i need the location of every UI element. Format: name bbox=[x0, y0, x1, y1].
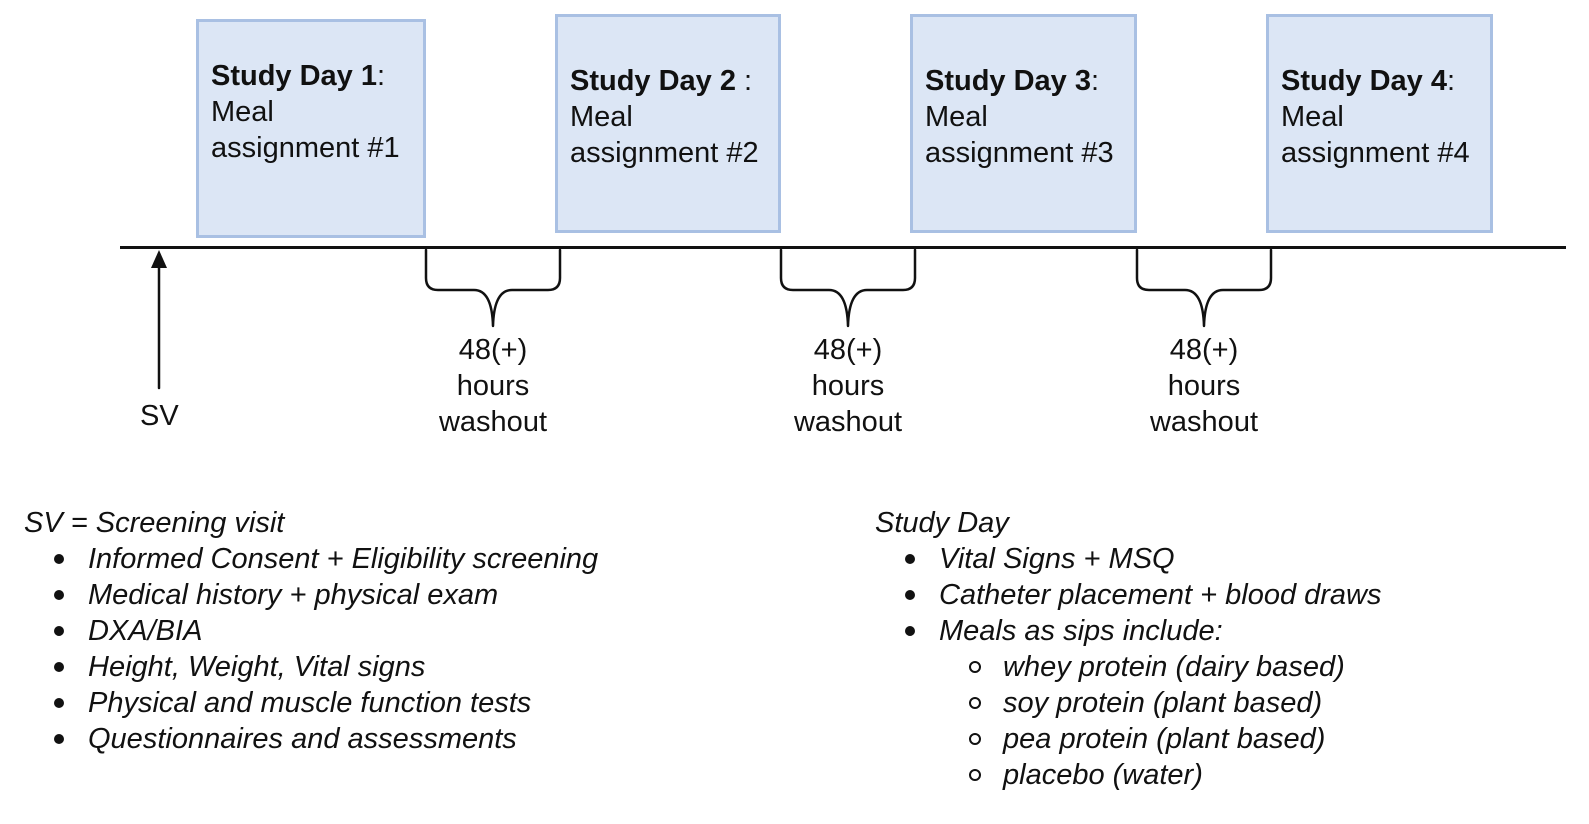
timeline-axis bbox=[120, 246, 1566, 249]
washout-brace-1 bbox=[424, 248, 562, 328]
washout-brace-3 bbox=[1135, 248, 1273, 328]
study-day-2-meal: Meal bbox=[570, 101, 633, 133]
list-item: Meals as sips include: bbox=[875, 613, 1382, 649]
washout-brace-2 bbox=[779, 248, 917, 328]
study-day-3-suffix: : bbox=[1091, 65, 1100, 97]
washout-2-unit: hours bbox=[811, 370, 885, 402]
washout-1-word: washout bbox=[438, 406, 547, 438]
study-day-2-title: Study Day 2 bbox=[570, 65, 736, 97]
washout-label-2: 48(+) hours washout bbox=[748, 332, 948, 440]
washout-3-unit: hours bbox=[1167, 370, 1241, 402]
washout-2-word: washout bbox=[793, 406, 902, 438]
study-day-2-box: Study Day 2 : Meal assignment #2 bbox=[555, 14, 781, 233]
washout-1-duration: 48(+) bbox=[458, 334, 528, 366]
list-item: DXA/BIA bbox=[24, 613, 598, 649]
study-day-1-title: Study Day 1 bbox=[211, 60, 377, 92]
study-day-4-meal: Meal bbox=[1281, 101, 1344, 133]
washout-1-unit: hours bbox=[456, 370, 530, 402]
study-day-4-box: Study Day 4: Meal assignment #4 bbox=[1266, 14, 1493, 233]
washout-label-1: 48(+) hours washout bbox=[393, 332, 593, 440]
washout-label-3: 48(+) hours washout bbox=[1104, 332, 1304, 440]
study-day-list: Vital Signs + MSQ Catheter placement + b… bbox=[875, 541, 1382, 793]
study-day-3-meal: Meal bbox=[925, 101, 988, 133]
washout-3-duration: 48(+) bbox=[1169, 334, 1239, 366]
list-item: Questionnaires and assessments bbox=[24, 721, 598, 757]
study-day-1-assignment: assignment #1 bbox=[211, 132, 400, 164]
study-day-4-suffix: : bbox=[1447, 65, 1456, 97]
sv-arrow-head bbox=[151, 250, 167, 268]
study-day-3-box: Study Day 3: Meal assignment #3 bbox=[910, 14, 1137, 233]
screening-visit-list: Informed Consent + Eligibility screening… bbox=[24, 541, 598, 757]
screening-visit-heading: SV = Screening visit bbox=[24, 507, 285, 539]
study-day-3-title: Study Day 3 bbox=[925, 65, 1091, 97]
list-item: Physical and muscle function tests bbox=[24, 685, 598, 721]
list-item: Medical history + physical exam bbox=[24, 577, 598, 613]
study-day-1-meal: Meal bbox=[211, 96, 274, 128]
sv-marker-label: SV bbox=[140, 400, 179, 432]
study-day-2-suffix: : bbox=[736, 65, 753, 97]
list-item: Catheter placement + blood draws bbox=[875, 577, 1382, 613]
study-day-1-box: Study Day 1: Meal assignment #1 bbox=[196, 19, 426, 238]
meal-list-item: soy protein (plant based) bbox=[875, 685, 1382, 721]
study-day-4-title: Study Day 4 bbox=[1281, 65, 1447, 97]
washout-3-word: washout bbox=[1149, 406, 1258, 438]
study-day-1-suffix: : bbox=[377, 60, 386, 92]
study-day-3-assignment: assignment #3 bbox=[925, 137, 1114, 169]
list-item: Informed Consent + Eligibility screening bbox=[24, 541, 598, 577]
list-item: Vital Signs + MSQ bbox=[875, 541, 1382, 577]
screening-visit-legend: SV = Screening visit Informed Consent + … bbox=[24, 505, 598, 757]
meal-list-item: placebo (water) bbox=[875, 757, 1382, 793]
study-day-heading: Study Day bbox=[875, 507, 1009, 539]
meal-list-item: pea protein (plant based) bbox=[875, 721, 1382, 757]
washout-2-duration: 48(+) bbox=[813, 334, 883, 366]
study-day-legend: Study Day Vital Signs + MSQ Catheter pla… bbox=[875, 505, 1382, 793]
list-item: Height, Weight, Vital signs bbox=[24, 649, 598, 685]
study-day-4-assignment: assignment #4 bbox=[1281, 137, 1470, 169]
study-day-2-assignment: assignment #2 bbox=[570, 137, 759, 169]
meal-list-item: whey protein (dairy based) bbox=[875, 649, 1382, 685]
